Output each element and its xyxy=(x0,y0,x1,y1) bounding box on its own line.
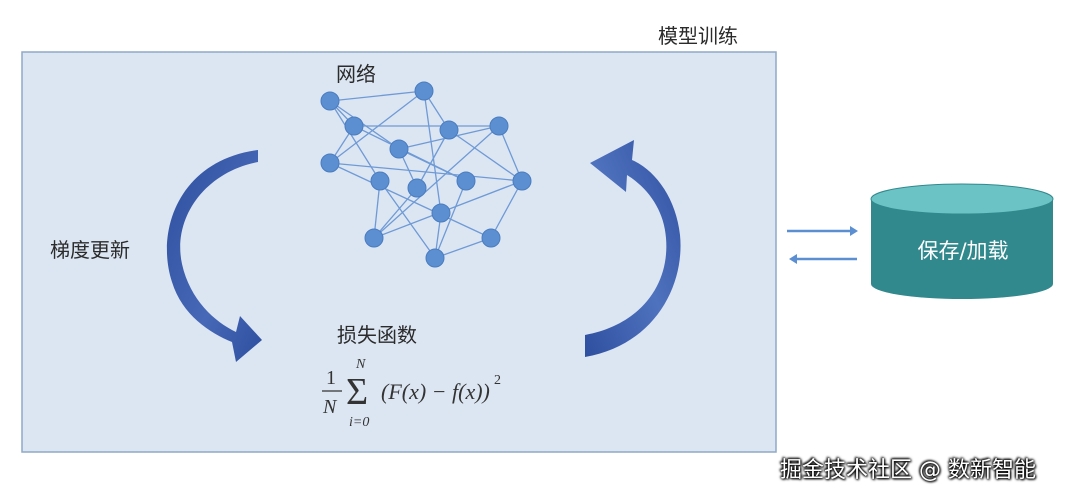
loss-function-label: 损失函数 xyxy=(337,323,417,347)
network-node xyxy=(370,171,390,191)
network-node xyxy=(320,91,340,111)
formula-frac-den: N xyxy=(322,396,338,418)
loss-feedback-arrow xyxy=(585,140,681,357)
network-node xyxy=(414,81,434,101)
network-node xyxy=(389,139,409,159)
exchange-arrows xyxy=(787,226,858,264)
formula-frac-num: 1 xyxy=(326,367,336,389)
training-panel xyxy=(21,51,777,453)
formula-sum-lower: i=0 xyxy=(349,415,369,430)
formula-exponent: 2 xyxy=(494,373,501,388)
gradient-update-label: 梯度更新 xyxy=(50,238,130,262)
network-node xyxy=(344,116,364,136)
loss-formula: 1 N N Σ i=0 (F(x) − f(x)) 2 xyxy=(322,357,501,430)
network-node xyxy=(364,228,384,248)
network-node xyxy=(512,171,532,191)
network-node xyxy=(320,153,340,173)
storage-cylinder xyxy=(870,183,1054,299)
formula-body: (F(x) − f(x)) xyxy=(381,379,490,404)
network-node xyxy=(425,248,445,268)
watermark: 掘金技术社区 @ 数新智能 xyxy=(780,458,1036,483)
network-node xyxy=(481,228,501,248)
network-node xyxy=(456,171,476,191)
network-node xyxy=(439,120,459,140)
network-node xyxy=(489,116,509,136)
formula-sum-symbol: Σ xyxy=(346,371,368,413)
network-node xyxy=(407,178,427,198)
network-label: 网络 xyxy=(336,62,376,86)
training-title: 模型训练 xyxy=(658,24,738,48)
network-edges xyxy=(329,90,523,259)
gradient-update-arrow xyxy=(166,150,262,362)
formula-sum-upper: N xyxy=(355,357,366,372)
storage-label: 保存/加载 xyxy=(917,239,1009,263)
network-node xyxy=(431,203,451,223)
network-nodes xyxy=(320,81,532,268)
